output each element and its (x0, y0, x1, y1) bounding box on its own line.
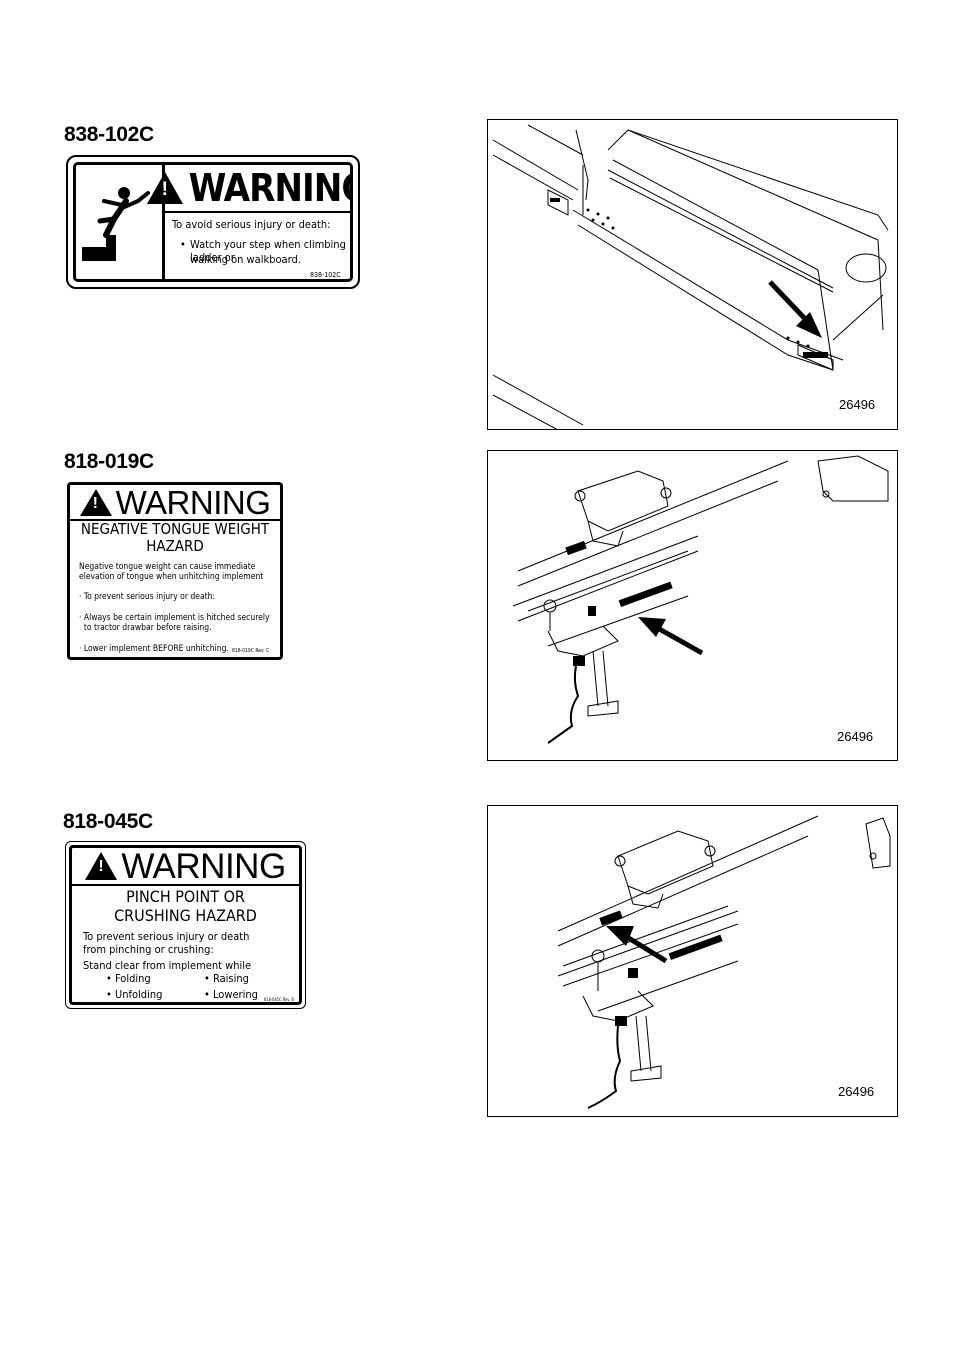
decal-text: · Always be certain implement is hitched… (79, 613, 270, 623)
decal-bullet-text: Watch your step when climbing ladder or (190, 238, 346, 264)
warning-triangle-icon: ! (85, 852, 118, 880)
figure-label: 26496 (839, 397, 876, 412)
part-number-1: 838-102C (64, 123, 154, 146)
warning-decal-pinch-point: ! WARNING PINCH POINT OR CRUSHING HAZARD… (65, 841, 306, 1009)
decal-text: from pinching or crushing: (83, 943, 214, 956)
person-falling-on-step-icon (82, 187, 150, 261)
warning-triangle-icon: ! (146, 172, 183, 204)
warning-header: ! WARNING (72, 848, 299, 886)
decal-bullet-text: • Raising (204, 972, 249, 985)
decal-code: 818-045C Rev. B (264, 997, 294, 1002)
part-number-3: 818-045C (63, 810, 153, 833)
pointer-arrow-icon (638, 617, 704, 656)
warning-decal-tongue-weight: ! WARNING NEGATIVE TONGUE WEIGHT HAZARD … (67, 482, 283, 660)
pointer-arrow-icon (606, 926, 668, 964)
warning-header: ! WARNING (146, 165, 353, 213)
figure-3-pinch-point: 26496 (487, 805, 898, 1117)
hazard-heading: HAZARD (146, 537, 204, 555)
decal-text: · Lower implement BEFORE unhitching. (79, 644, 229, 654)
decal-code: 838-102C (310, 271, 341, 279)
part-number-2: 818-019C (64, 450, 154, 473)
decal-text: · To prevent serious injury or death: (79, 592, 216, 602)
decal-text: To avoid serious injury or death: (172, 218, 331, 231)
pointer-arrow-icon (768, 280, 822, 338)
decal-text: To prevent serious injury or death (83, 930, 250, 943)
warning-decal-ladder: ! WARNING To avoid serious injury or dea… (66, 155, 360, 289)
figure-label: 26496 (837, 729, 874, 744)
pictogram-panel (76, 165, 165, 279)
decal-text: Negative tongue weight can cause immedia… (79, 562, 256, 572)
signal-word: WARNING (115, 483, 271, 521)
figure-1-walkboard: 26496 (487, 119, 898, 430)
pinch-point-illustration (557, 815, 891, 1109)
tongue-illustration (512, 455, 889, 744)
warning-triangle-icon: ! (79, 488, 112, 516)
decal-bullet-text: • Folding (106, 972, 151, 985)
decal-bullet-text: walking on walkboard. (190, 253, 301, 266)
signal-word: WARNING (188, 166, 353, 210)
decal-bullet: • (180, 238, 186, 251)
hazard-heading: NEGATIVE TONGUE WEIGHT (80, 520, 270, 538)
decal-bullet-text: • Lowering (204, 988, 258, 1001)
decal-text: Stand clear from implement while (83, 959, 252, 972)
walkboard-illustration (492, 124, 889, 429)
warning-header: ! WARNING (70, 485, 280, 521)
decal-bullet-text: • Unfolding (106, 988, 163, 1001)
decal-text: elevation of tongue when unhitching impl… (79, 572, 264, 582)
hazard-heading: CRUSHING HAZARD (114, 906, 257, 925)
decal-text: to tractor drawbar before raising. (79, 623, 212, 633)
signal-word: WARNING (121, 846, 286, 886)
decal-code: 818-019C Rev. C (232, 648, 270, 654)
figure-2-tongue: 26496 (487, 450, 898, 761)
hazard-heading: PINCH POINT OR (126, 887, 245, 906)
figure-label: 26496 (838, 1084, 875, 1099)
